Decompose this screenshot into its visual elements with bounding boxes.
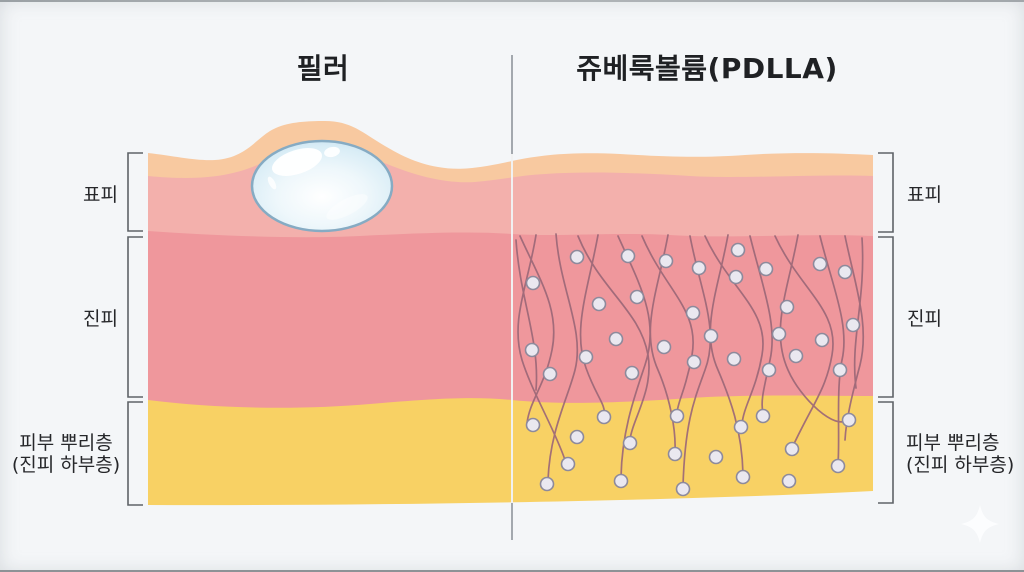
label-right-epidermis: 표피 (907, 184, 942, 206)
bracket-right-root (878, 401, 894, 504)
collagen-fiber-strand (682, 235, 712, 487)
collagen-fiber-strand (547, 233, 579, 481)
skin-subdermis-layer (148, 395, 873, 506)
collagen-fiber-strand (853, 237, 864, 389)
pdlla-particle (726, 351, 742, 367)
pdlla-particle (578, 349, 594, 365)
pdlla-particle (629, 289, 645, 305)
panel-title-pdlla: 쥬베룩볼륨(PDLLA) (576, 52, 838, 85)
collagen-fiber-strand (779, 234, 849, 423)
pdlla-particle (591, 296, 607, 312)
label-right-root-line1: 피부 뿌리층 (906, 432, 1000, 454)
bubble-highlight-bottom (326, 194, 368, 220)
pdlla-particle (669, 408, 685, 424)
pdlla-particle (755, 408, 771, 424)
bubble-highlight-left (267, 176, 277, 190)
pdlla-particle (656, 339, 672, 355)
collagen-fiber-strand (515, 239, 538, 391)
pdlla-particle (832, 362, 848, 378)
pdlla-particle (771, 326, 787, 342)
label-right-dermis: 진피 (907, 308, 942, 330)
pdlla-particle (620, 248, 636, 264)
pdlla-particle (812, 256, 828, 272)
collagen-fiber-strand (709, 234, 744, 475)
pdlla-particle (667, 446, 683, 462)
pdlla-particle (781, 473, 797, 489)
collagen-fiber-strand (577, 235, 650, 441)
label-left-dermis: 진피 (83, 308, 118, 330)
bubble-highlight-small (324, 146, 340, 158)
pdlla-particle (758, 261, 774, 277)
panel-title-filler: 필러 (296, 52, 350, 85)
top-edge-shadow (0, 0, 1024, 2)
skin-dermis-layer (148, 231, 873, 420)
pdlla-particle (624, 365, 640, 381)
pdlla-particles (524, 242, 861, 497)
bracket-right-dermis (878, 236, 894, 398)
collagen-fiber-strand (617, 235, 652, 478)
label-left-root-line2: (진피 하부층) (11, 454, 121, 476)
collagen-fiber-strand (649, 234, 676, 452)
filler-bubble (250, 139, 394, 233)
label-right-root-layer: 피부 뿌리층 (진피 하부층) (906, 432, 1021, 476)
pdlla-particle (845, 317, 861, 333)
pdlla-particle (675, 481, 691, 497)
pdlla-particle (784, 441, 800, 457)
pdlla-particle (761, 362, 777, 378)
pdlla-particle (569, 429, 585, 445)
pdlla-particle (525, 275, 541, 291)
pdlla-particle (841, 412, 857, 428)
bubble-highlight-large (271, 148, 323, 176)
label-left-epidermis: 표피 (83, 184, 118, 206)
pdlla-particle (708, 449, 724, 465)
label-right-root-line2: (진피 하부층) (906, 454, 1015, 476)
pdlla-particle (691, 260, 707, 276)
sparkle-icon (961, 505, 999, 543)
layer-brackets (127, 152, 894, 506)
bracket-left-epidermis (127, 152, 143, 232)
pdlla-particle (730, 242, 746, 258)
pdlla-particle (542, 366, 558, 382)
pdlla-particle (814, 332, 830, 348)
pdlla-particle (830, 458, 846, 474)
pdlla-particle (622, 435, 638, 451)
collagen-fiber-strand (774, 235, 834, 447)
pdlla-particle (733, 419, 749, 435)
pdlla-particle (779, 299, 795, 315)
pdlla-particle (658, 253, 674, 269)
pdlla-particle (685, 305, 701, 321)
bracket-left-dermis (127, 236, 143, 398)
pdlla-particle (596, 409, 612, 425)
label-left-root-line1: 피부 뿌리층 (19, 432, 113, 454)
pdlla-particle (735, 469, 751, 485)
collagen-fiber-strand (819, 235, 845, 464)
pdlla-particle (608, 331, 624, 347)
pdlla-particle (686, 354, 702, 370)
bracket-right-epidermis (878, 152, 894, 233)
pdlla-particle (569, 249, 585, 265)
pdlla-particle (524, 342, 540, 358)
pdlla-particle (539, 476, 555, 492)
bracket-left-root (127, 401, 143, 506)
pdlla-particle (728, 269, 744, 285)
bottom-edge-shadow (0, 570, 1024, 572)
pdlla-particle (788, 348, 804, 364)
pdlla-particle (560, 456, 576, 472)
collagen-fiber-strand (519, 235, 555, 424)
pdlla-particle (613, 473, 629, 489)
pdlla-particle (525, 417, 541, 433)
collagen-fiber-strand (704, 235, 764, 425)
pdlla-particle (837, 264, 853, 280)
collagen-fiber-strand (517, 234, 566, 461)
label-left-root-layer: 피부 뿌리층 (진피 하부층) (2, 432, 130, 476)
pdlla-particle (703, 328, 719, 344)
